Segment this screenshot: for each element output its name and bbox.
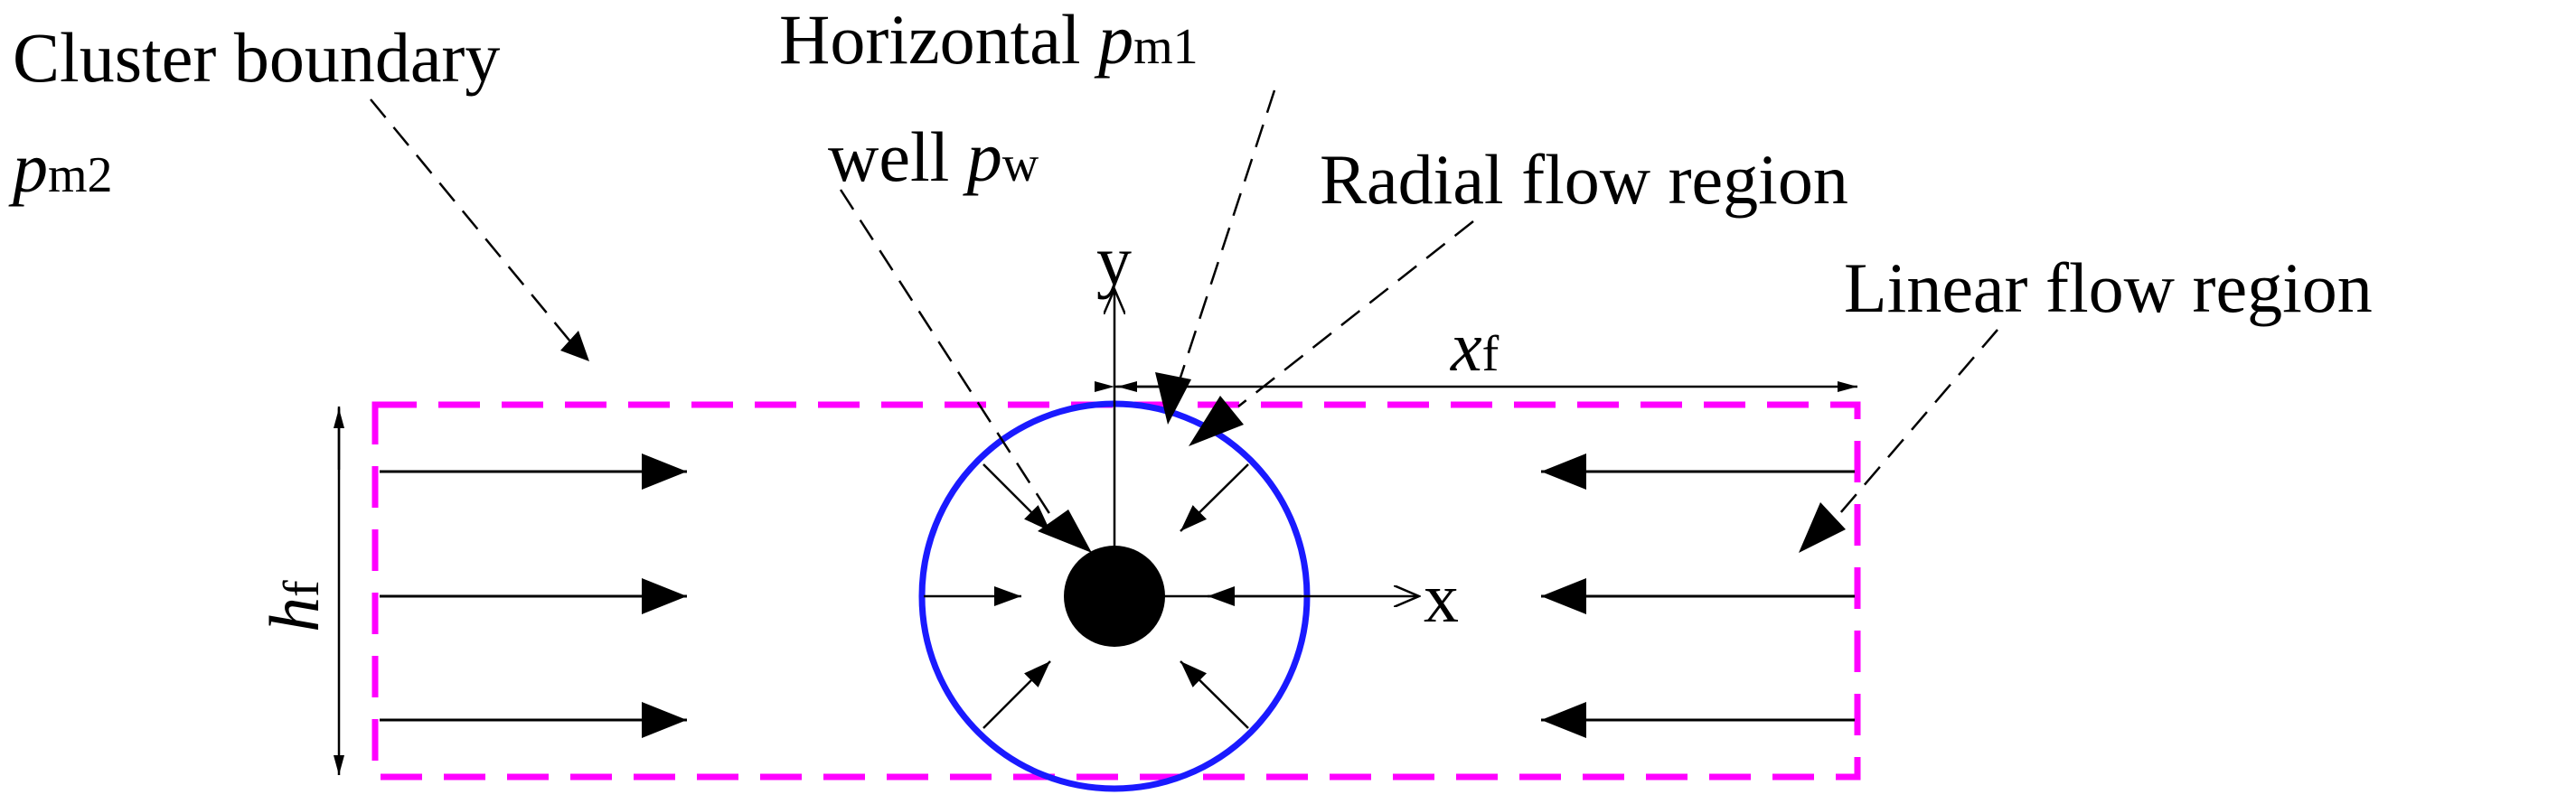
radial-flow-region-label: Radial flow region xyxy=(1320,140,1848,219)
leader-horizontal-well xyxy=(839,189,1064,534)
hf-label: hf xyxy=(255,580,334,632)
cluster-boundary-pressure: pm2 xyxy=(8,128,113,207)
leader-pm1 xyxy=(1175,89,1276,389)
cluster-boundary-label: Cluster boundary xyxy=(13,18,500,97)
horizontal-well-label: Horizontal pm1 xyxy=(779,0,1199,79)
leader-linear-region-head xyxy=(1799,502,1846,553)
leader-pm1-head xyxy=(1155,372,1191,425)
leader-radial-region-head xyxy=(1189,396,1244,446)
radial-flow-arrow xyxy=(1180,463,1249,532)
y-axis-label: y xyxy=(1096,221,1132,300)
x-axis-label: x xyxy=(1424,558,1459,637)
radial-flow-arrow xyxy=(982,463,1051,532)
leader-radial-region xyxy=(1237,220,1474,407)
cluster-boundary-rect xyxy=(371,401,1861,781)
well-pressure-label: well pw xyxy=(828,117,1039,196)
leader-cluster-boundary xyxy=(370,98,584,358)
leader-linear-region xyxy=(1834,329,1998,520)
leader-cluster-boundary-head xyxy=(560,331,589,361)
radial-flow-arrow xyxy=(982,660,1051,729)
leader-horizontal-well-head xyxy=(1038,510,1092,553)
linear-flow-region-label: Linear flow region xyxy=(1844,248,2373,327)
radial-flow-arrow xyxy=(1180,660,1249,729)
xf-label: xf xyxy=(1450,307,1500,386)
